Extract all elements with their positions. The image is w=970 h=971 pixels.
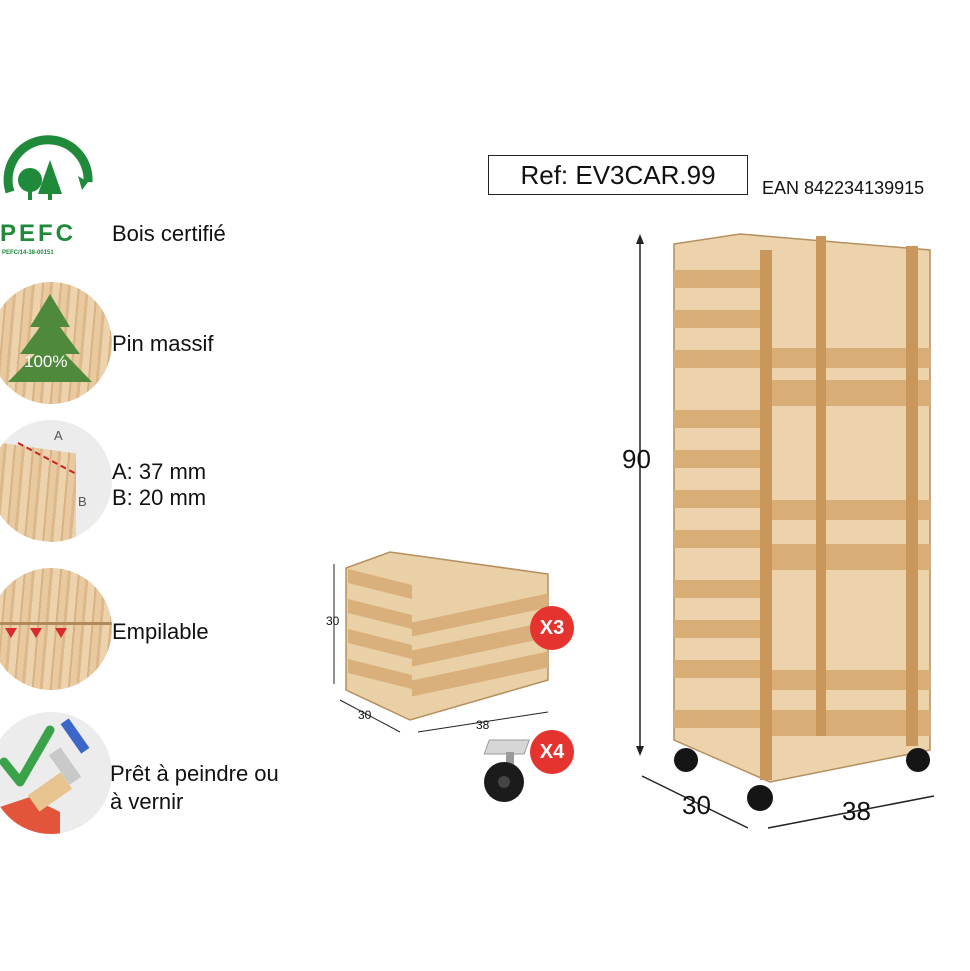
stackable-circle bbox=[0, 568, 112, 690]
pine-tree-circle: 100% bbox=[0, 282, 112, 404]
pefc-brand: PEFC bbox=[0, 220, 77, 247]
small-crate-depth: 30 bbox=[358, 708, 372, 722]
crate-tower-illustration bbox=[636, 233, 935, 829]
feature-stackable-label: Empilable bbox=[112, 619, 209, 644]
tower-body bbox=[673, 233, 931, 783]
caster-wheel-icon bbox=[483, 739, 530, 802]
pefc-code: PEFC/14-38-00151 bbox=[2, 250, 54, 256]
plank-dimensions-icon bbox=[0, 442, 76, 542]
pefc-logo: PEFC PEFC/14-38-00151 bbox=[0, 132, 100, 262]
tower-depth: 30 bbox=[682, 790, 711, 820]
small-crate-width: 38 bbox=[476, 718, 490, 732]
small-crate-height: 30 bbox=[326, 614, 340, 628]
feature-dim-a-label: A: 37 mm bbox=[112, 459, 207, 484]
plank-tag-a: A bbox=[54, 428, 63, 443]
feature-certified-label: Bois certifié bbox=[112, 221, 226, 246]
tower-wheels bbox=[674, 748, 930, 811]
tower-width: 38 bbox=[842, 796, 871, 826]
tower-height: 90 bbox=[622, 444, 651, 474]
feature-paint-label-1: Prêt à peindre ou bbox=[110, 761, 279, 786]
stackable-arrows-icon bbox=[5, 628, 67, 638]
pine-tree-icon bbox=[8, 294, 92, 382]
feature-dim-b-label: B: 20 mm bbox=[112, 485, 207, 510]
feature-pine-label: Pin massif bbox=[112, 331, 214, 356]
crate-box bbox=[345, 551, 549, 721]
pefc-logo-icon bbox=[3, 135, 93, 200]
stack-divider bbox=[0, 622, 112, 625]
feature-paint-label-2: à vernir bbox=[110, 789, 184, 814]
paintbrush-check-icon bbox=[0, 718, 90, 834]
pure-pine-badge: 100% bbox=[24, 352, 68, 371]
reference-box: Ref: EV3CAR.99 bbox=[488, 155, 748, 195]
plank-tag-b: B bbox=[78, 494, 87, 509]
plank-dimensions-circle: A B bbox=[0, 420, 112, 542]
crate-quantity-badge: X3 bbox=[530, 606, 574, 650]
wheel-quantity-badge: X4 bbox=[530, 730, 574, 774]
ean-code: EAN 842234139915 bbox=[762, 178, 925, 198]
small-crate-illustration bbox=[333, 551, 549, 733]
paint-circle bbox=[0, 712, 112, 834]
